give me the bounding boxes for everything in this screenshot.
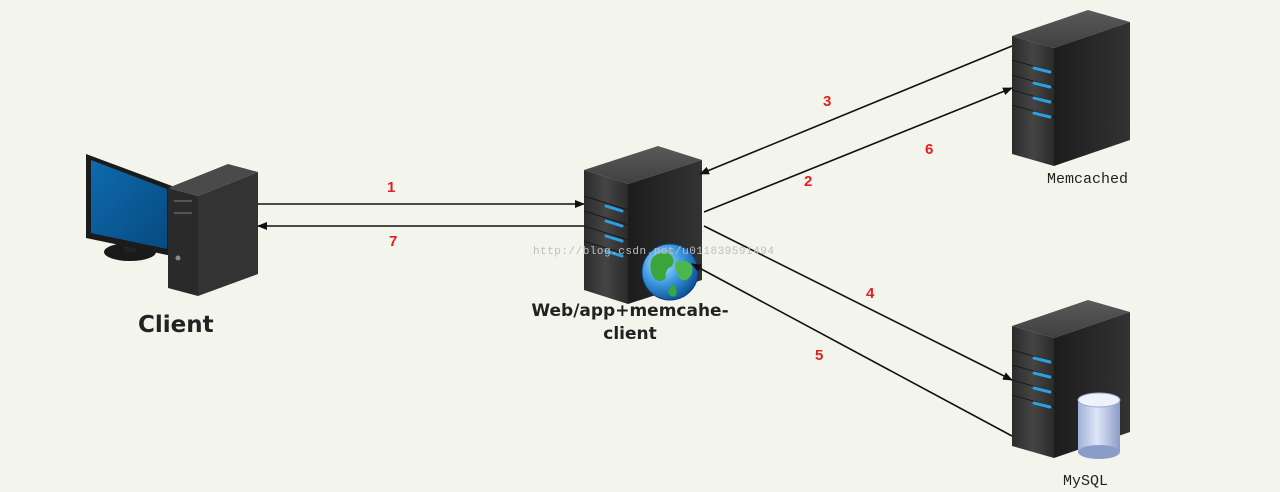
arrow-step-3	[699, 45, 1013, 175]
web-server-label-line1: Web/app+memcahe-	[531, 301, 729, 321]
arrow-step-2-6	[703, 87, 1013, 213]
database-cylinder-icon	[1077, 392, 1121, 459]
web-server-label: Web/app+memcahe- client	[520, 300, 740, 346]
step-number-3: 3	[823, 93, 832, 110]
memcached-server-icon	[1011, 10, 1130, 166]
mysql-label: MySQL	[1063, 473, 1109, 490]
step-number-6: 6	[925, 141, 934, 158]
step-number-5: 5	[815, 347, 824, 364]
step-number-7: 7	[389, 233, 398, 250]
step-number-4: 4	[866, 285, 875, 302]
desktop-computer-icon	[86, 154, 258, 296]
arrow-step-5	[691, 263, 1013, 437]
web-server-label-line2: client	[603, 324, 657, 344]
globe-icon	[641, 243, 699, 301]
step-number-2: 2	[804, 173, 813, 190]
arrow-step-4	[703, 225, 1013, 381]
memcached-label: Memcached	[1047, 171, 1129, 188]
watermark-text: http://blog.csdn.net/u011839591494	[533, 246, 775, 258]
client-label: Client	[138, 312, 214, 338]
step-number-1: 1	[387, 179, 396, 196]
